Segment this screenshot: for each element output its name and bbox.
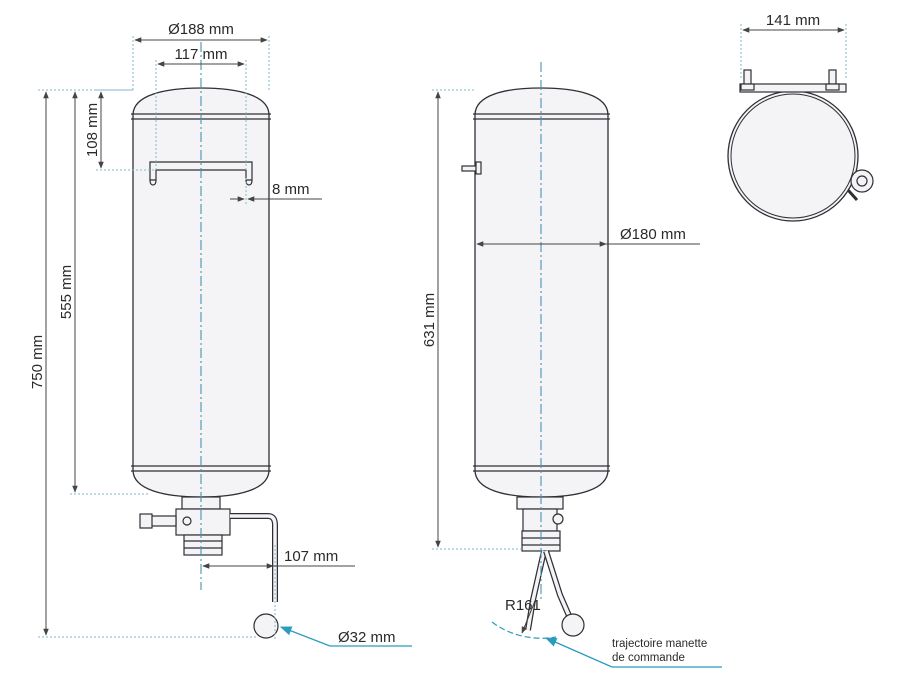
front-slot-label: 8 mm: [272, 181, 310, 198]
front-diameter-label: Ø188 mm: [168, 21, 234, 38]
top-valve-handle: [846, 169, 874, 202]
front-dim-bracket-height: 108 mm: [84, 89, 156, 171]
top-mounting-bracket: [739, 69, 847, 93]
side-diameter-label: Ø180 mm: [620, 226, 686, 243]
front-handle-ball-label: Ø32 mm: [338, 629, 396, 646]
front-total-height-label: 750 mm: [29, 335, 46, 389]
side-valve-assembly: [516, 496, 585, 637]
front-dim-slot: 8 mm: [230, 178, 322, 205]
side-dim-diameter: Ø180 mm: [476, 226, 700, 247]
front-dim-valve-offset: 107 mm: [202, 545, 355, 640]
front-view: Ø188 mm 117 mm 108 mm 8 mm: [29, 21, 412, 647]
front-dim-diameter: Ø188 mm: [132, 21, 270, 92]
side-trajectory-label-1: trajectoire manette: [612, 638, 707, 650]
front-dim-handle-ball: Ø32 mm: [279, 626, 412, 647]
front-bracket-height-label: 108 mm: [84, 103, 101, 157]
side-trajectory-label-2: de commande: [612, 652, 685, 664]
side-view: Ø180 mm 631 mm R161 trajectoire manette …: [421, 62, 722, 668]
front-bracket-width-label: 117 mm: [174, 46, 227, 63]
front-dim-height-body: 555 mm: [58, 89, 150, 495]
top-view: 141 mm: [727, 12, 874, 222]
front-dim-height-total: 750 mm: [29, 89, 258, 638]
front-tank-body: [131, 87, 271, 498]
front-dim-bracket-width: 117 mm: [155, 46, 247, 172]
side-bracket-stub: [461, 161, 482, 175]
front-valve-offset-label: 107 mm: [284, 548, 338, 565]
side-handle-radius-label: R161: [505, 597, 541, 614]
front-valve-assembly: [139, 496, 279, 639]
side-height-label: 631 mm: [421, 293, 438, 347]
front-body-height-label: 555 mm: [58, 265, 75, 319]
side-handle-trajectory: R161 trajectoire manette de commande: [491, 597, 722, 668]
top-bracket-spacing-label: 141 mm: [766, 12, 820, 29]
top-dim-bracket-spacing: 141 mm: [740, 12, 847, 78]
side-dim-height: 631 mm: [421, 89, 522, 550]
top-tank-circle: [727, 90, 859, 222]
